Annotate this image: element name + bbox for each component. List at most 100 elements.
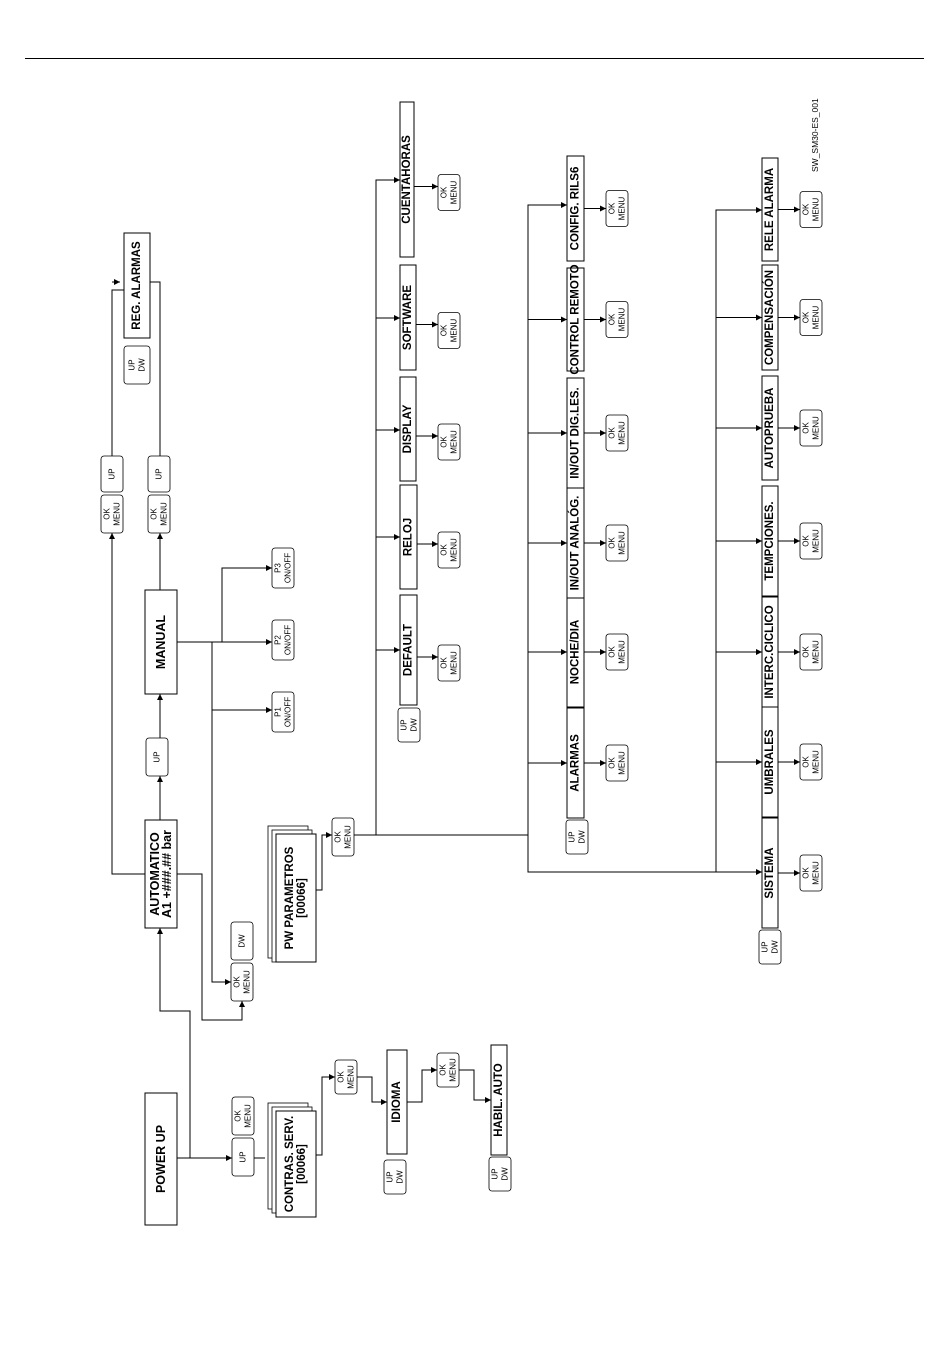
auto-up-button-frame[interactable] (100, 455, 124, 493)
pw-parametros-box-frame[interactable] (275, 833, 317, 963)
menu-in-out-dig-les-ok-menu-button-frame[interactable] (605, 414, 629, 452)
habil-auto-box[interactable]: HABIL. AUTO (490, 1044, 508, 1156)
menu-sistema-ok-menu-button-frame[interactable] (799, 854, 823, 892)
habil-up-dw-button-frame[interactable] (488, 1156, 512, 1192)
power-up-up-button-frame[interactable] (231, 1137, 255, 1177)
pw-dw-button-frame[interactable] (230, 921, 254, 961)
menu-software-box-frame[interactable] (399, 264, 417, 371)
row1-up-dw-button-frame[interactable] (397, 707, 421, 743)
pw-ok-menu-button-frame[interactable] (230, 962, 254, 1002)
reg-alarmas-box[interactable]: REG. ALARMAS (123, 232, 151, 339)
manual-ok-menu-button-frame[interactable] (147, 494, 171, 534)
automatico-box-frame[interactable] (144, 819, 178, 929)
menu-tempciones-ok-menu-button-frame[interactable] (799, 522, 823, 560)
menu-cuentahoras-box-frame[interactable] (399, 101, 415, 258)
reg-alarmas-box-frame[interactable] (123, 232, 151, 339)
menu-tempciones-box[interactable]: TEMPCIONES. (761, 485, 779, 597)
menu-reloj-box[interactable]: RELOJ (399, 484, 418, 590)
menu-display-box[interactable]: DISPLAY (399, 376, 417, 482)
row2-up-dw-button-frame[interactable] (565, 819, 589, 855)
menu-noche-dia-box[interactable]: NOCHE/DIA (566, 596, 585, 708)
menu-reloj-ok-menu-button-frame[interactable] (437, 531, 461, 569)
contras-serv-box-frame[interactable] (275, 1110, 317, 1218)
menu-compensaci-n-ok-menu-button-frame[interactable] (799, 299, 823, 336)
auto-ok-menu-button-frame[interactable] (100, 494, 124, 534)
menu-in-out-anal-g-box[interactable]: IN/OUT ANALÓG. (566, 487, 585, 599)
manual-up-button-frame[interactable] (147, 455, 171, 493)
menu-interc-ciclico-ok-menu-button-frame[interactable] (799, 633, 823, 671)
menu-autoprueba-box-frame[interactable] (761, 375, 779, 481)
menu-sistema-box-frame[interactable] (761, 817, 779, 929)
menu-config-rils6-box[interactable]: CONFIG. RILS6 (566, 155, 585, 262)
p2-on-off-button-frame[interactable] (271, 619, 295, 661)
menu-control-remoto-box-frame[interactable] (566, 267, 585, 372)
power-up-box-frame[interactable] (144, 1092, 178, 1226)
pw-parametros-ok-menu-button-frame[interactable] (331, 817, 355, 857)
idioma-box-frame[interactable] (386, 1049, 408, 1155)
menu-in-out-dig-les-box-frame[interactable] (566, 377, 585, 489)
menu-tempciones-box-frame[interactable] (761, 485, 779, 597)
p1-on-off-button-frame[interactable] (271, 691, 295, 733)
manual-box[interactable]: MANUAL (144, 589, 178, 695)
menu-control-remoto-box[interactable]: CONTROL REMOTO (566, 264, 585, 375)
p3-on-off-button-frame[interactable] (271, 547, 295, 589)
row3-up-dw-button-frame[interactable] (758, 929, 782, 965)
reg-alarmas-up-dw-button-frame[interactable] (123, 345, 151, 385)
menu-default-ok-menu-button-frame[interactable] (437, 644, 461, 682)
menu-in-out-anal-g-ok-menu-button-frame[interactable] (605, 524, 629, 562)
power-up-box[interactable]: POWER UP (144, 1092, 178, 1226)
menu-alarmas-ok-menu-button-frame[interactable] (605, 744, 629, 782)
menu-compensaci-n-box-frame[interactable] (761, 264, 779, 371)
menu-config-rils6-ok-menu-button-frame[interactable] (605, 190, 629, 227)
menu-in-out-dig-les-box[interactable]: IN/OUT DIG.LES. (566, 377, 585, 489)
pw-parametros-box[interactable]: PW PARAMETROS[00066] (275, 833, 317, 963)
menu-display-box-frame[interactable] (399, 376, 417, 482)
menu-alarmas-box-frame[interactable] (566, 707, 585, 819)
menu-interc-ciclico-box[interactable]: INTERC.CICLICO (761, 596, 779, 708)
menu-reloj-box-frame[interactable] (399, 484, 418, 590)
menu-default-box-frame[interactable] (399, 594, 418, 706)
menu-software-ok-menu-button-frame[interactable] (437, 312, 461, 349)
contras-ok-menu-button-frame[interactable] (334, 1059, 358, 1095)
power-up-ok-menu-button-frame[interactable] (231, 1096, 255, 1136)
menu-interc-ciclico-box-frame[interactable] (761, 596, 779, 708)
menu-autoprueba-box[interactable]: AUTOPRUEBA (761, 375, 779, 481)
menu-cuentahoras-ok-menu-button-frame[interactable] (437, 174, 461, 211)
idioma-up-dw-button-frame[interactable] (383, 1159, 407, 1195)
menu-rele-alarma-box-frame[interactable] (761, 157, 779, 262)
automatico-up-button-frame[interactable] (145, 737, 169, 777)
menu-compensaci-n-box[interactable]: COMPENSACIÓN (761, 264, 779, 371)
menu-umbrales-box[interactable]: UMBRALES (761, 706, 779, 818)
menu-config-rils6-box-frame[interactable] (566, 155, 585, 262)
menu-autoprueba-ok-menu-button-frame[interactable] (799, 409, 823, 447)
